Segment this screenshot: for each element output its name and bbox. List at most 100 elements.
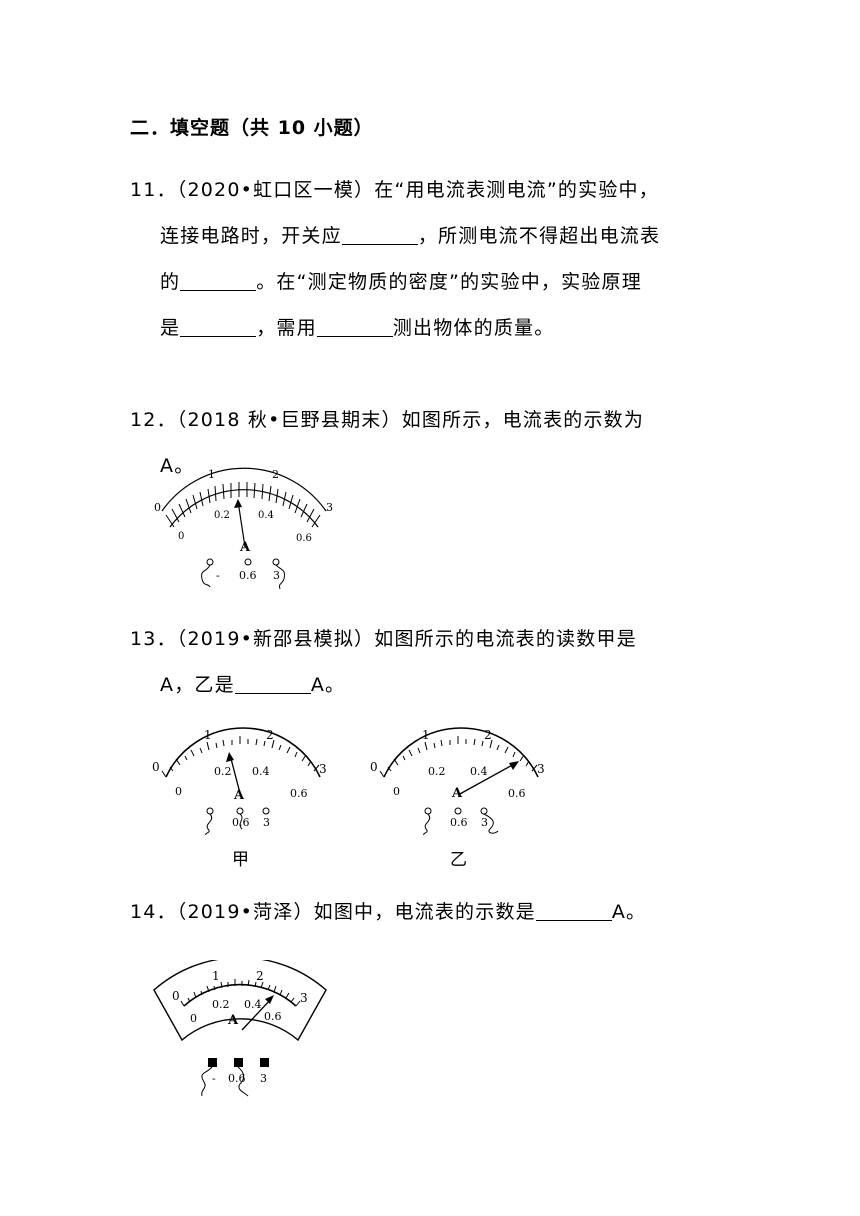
terminal-label-negative: -	[216, 569, 220, 582]
meter-unit-label: A	[233, 788, 245, 803]
wire-right-icon	[237, 1066, 249, 1097]
q12-line-1: 12．（2018 秋•巨野县期末）如图所示，电流表的示数为	[130, 409, 645, 431]
q11-line-3: 的。在“测定物质的密度”的实验中，实验原理	[130, 259, 660, 305]
wire-left-icon	[423, 813, 431, 835]
answer-blank[interactable]	[180, 270, 257, 291]
scale-label-big-1: 1	[212, 969, 220, 983]
scale-label-small-06: 0.6	[264, 1010, 282, 1023]
scale-label-small-04: 0.4	[244, 998, 262, 1011]
scale-label-big-0: 0	[154, 501, 161, 514]
scale-label-big-1: 1	[208, 468, 215, 481]
terminal-label-3: 3	[481, 816, 488, 829]
scale-label-small-02: 0.2	[212, 998, 230, 1011]
scale-label-small-06: 0.6	[508, 787, 526, 800]
q14-text-1a: 14．（2019•菏泽）如图中，电流表的示数是	[130, 901, 536, 923]
q14-line-1: 14．（2019•菏泽）如图中，电流表的示数是 A。	[130, 889, 646, 935]
ammeter-figure-q12: 0 1 2 3 0 0.2 0.4 0.6 A - 0.6 3	[148, 465, 348, 590]
terminal-0.6	[236, 807, 244, 815]
scale-label-big-0: 0	[152, 760, 160, 774]
scale-label-small-04: 0.4	[470, 765, 488, 778]
ammeter-figure-q13-yi: 0 1 2 3 0 0.2 0.4 0.6 A 0.6 3 乙	[366, 725, 556, 870]
scale-label-small-02: 0.2	[214, 510, 230, 521]
answer-blank[interactable]	[234, 673, 311, 694]
scale-label-small-02: 0.2	[428, 765, 446, 778]
question-12: 12．（2018 秋•巨野县期末）如图所示，电流表的示数为 A。	[130, 397, 644, 489]
question-14: 14．（2019•菏泽）如图中，电流表的示数是 A。	[130, 889, 646, 935]
needle-arrow-icon	[226, 752, 234, 762]
q14-text-1b: A。	[611, 901, 647, 923]
q11-text-4a: 是	[160, 317, 181, 339]
wire-left-icon	[201, 564, 211, 588]
needle-arrow-icon	[509, 761, 519, 770]
scale-label-small-02: 0.2	[214, 765, 232, 778]
q11-line-1: 11．（2020•虹口区一模）在“用电流表测电流”的实验中，	[130, 179, 659, 201]
scale-label-big-2: 2	[266, 728, 274, 742]
q11-text-2a: 连接电路时，开关应	[160, 225, 342, 247]
meter-needle	[229, 754, 241, 794]
question-11: 11．（2020•虹口区一模）在“用电流表测电流”的实验中， 连接电路时，开关应…	[130, 167, 660, 351]
scale-label-big-2: 2	[256, 969, 264, 983]
scale-label-big-2: 2	[272, 468, 279, 481]
q13-text-2b: A。	[310, 674, 346, 696]
answer-blank[interactable]	[180, 316, 257, 337]
terminal-label-negative: -	[212, 1072, 216, 1085]
ammeter-diagram: 0 1 2 3 0 0.2 0.4 0.6 A - 0.6 3	[154, 467, 333, 590]
needle-arrow-icon	[265, 995, 274, 1004]
meter-casing	[153, 960, 327, 1042]
terminal-0.6	[234, 1058, 243, 1067]
terminal-label-0.6: 0.6	[228, 1072, 246, 1085]
question-13: 13．（2019•新邵县模拟）如图所示的电流表的读数甲是 A，乙是 A。	[130, 616, 637, 708]
scale-label-big-0: 0	[172, 989, 180, 1003]
scale-label-big-3: 3	[537, 762, 545, 776]
q13-line-1: 13．（2019•新邵县模拟）如图所示的电流表的读数甲是	[130, 628, 637, 650]
scale-label-small-06: 0.6	[290, 787, 308, 800]
scale-label-small-04: 0.4	[252, 765, 270, 778]
q11-text-4b: ，需用	[256, 317, 317, 339]
ammeter-figure-q14: 0 1 2 3 0 0.2 0.4 0.6 A - 0.6 3	[148, 960, 338, 1100]
section-title: 二．填空题（共 10 小题）	[130, 117, 374, 139]
q11-line-4: 是 ，需用 测出物体的质量。	[130, 305, 660, 351]
terminal-negative	[206, 558, 214, 566]
scale-label-small-06: 0.6	[296, 533, 312, 544]
scale-label-big-3: 3	[300, 991, 308, 1005]
terminal-0.6	[454, 807, 462, 815]
terminal-3	[262, 807, 270, 815]
ammeter-diagram: 0 1 2 3 0 0.2 0.4 0.6 A - 0.6 3	[153, 960, 327, 1097]
answer-blank[interactable]	[341, 224, 418, 245]
meter-unit-label: A	[451, 786, 463, 801]
answer-blank[interactable]	[316, 316, 393, 337]
terminal-0.6	[244, 558, 252, 566]
terminal-3	[260, 1058, 269, 1067]
terminal-label-0.6: 0.6	[450, 816, 468, 829]
needle-arrow-icon	[234, 499, 242, 508]
wire-left-icon	[201, 1066, 213, 1097]
terminal-label-3: 3	[273, 569, 280, 582]
scale-label-big-3: 3	[326, 501, 333, 514]
terminal-label-3: 3	[263, 816, 270, 829]
q13-line-2: A，乙是 A。	[130, 662, 637, 708]
terminal-3	[480, 807, 488, 815]
wire-right-icon	[275, 564, 285, 590]
scale-label-big-0: 0	[370, 760, 378, 774]
terminal-3	[272, 558, 280, 566]
scale-label-big-1: 1	[422, 728, 430, 742]
q11-text-3a: 的	[160, 271, 181, 293]
scale-label-small-0: 0	[175, 785, 182, 798]
ammeter-diagram: 0 1 2 3 0 0.2 0.4 0.6 A 0.6 3	[152, 727, 327, 835]
scale-label-small-0: 0	[178, 531, 184, 542]
figure-label-yi: 乙	[450, 850, 467, 870]
answer-blank[interactable]	[535, 900, 612, 921]
terminal-label-3: 3	[260, 1072, 267, 1085]
q13-text-2a: A，乙是	[160, 674, 235, 696]
q11-text-2b: ，所测电流不得超出电流表	[417, 225, 661, 247]
ammeter-figure-q13-jia: 0 1 2 3 0 0.2 0.4 0.6 A 0.6 3 甲	[148, 725, 338, 870]
q12-line-2: A。	[160, 455, 195, 477]
q11-text-4c: 测出物体的质量。	[392, 317, 555, 339]
q11-line-2: 连接电路时，开关应 ，所测电流不得超出电流表	[130, 213, 660, 259]
scale-label-small-0: 0	[190, 1012, 197, 1025]
scale-label-small-0: 0	[393, 785, 400, 798]
scale-label-small-04: 0.4	[258, 510, 274, 521]
wire-left-icon	[205, 813, 213, 835]
terminal-label-0.6: 0.6	[239, 569, 257, 582]
meter-needle	[457, 762, 517, 796]
